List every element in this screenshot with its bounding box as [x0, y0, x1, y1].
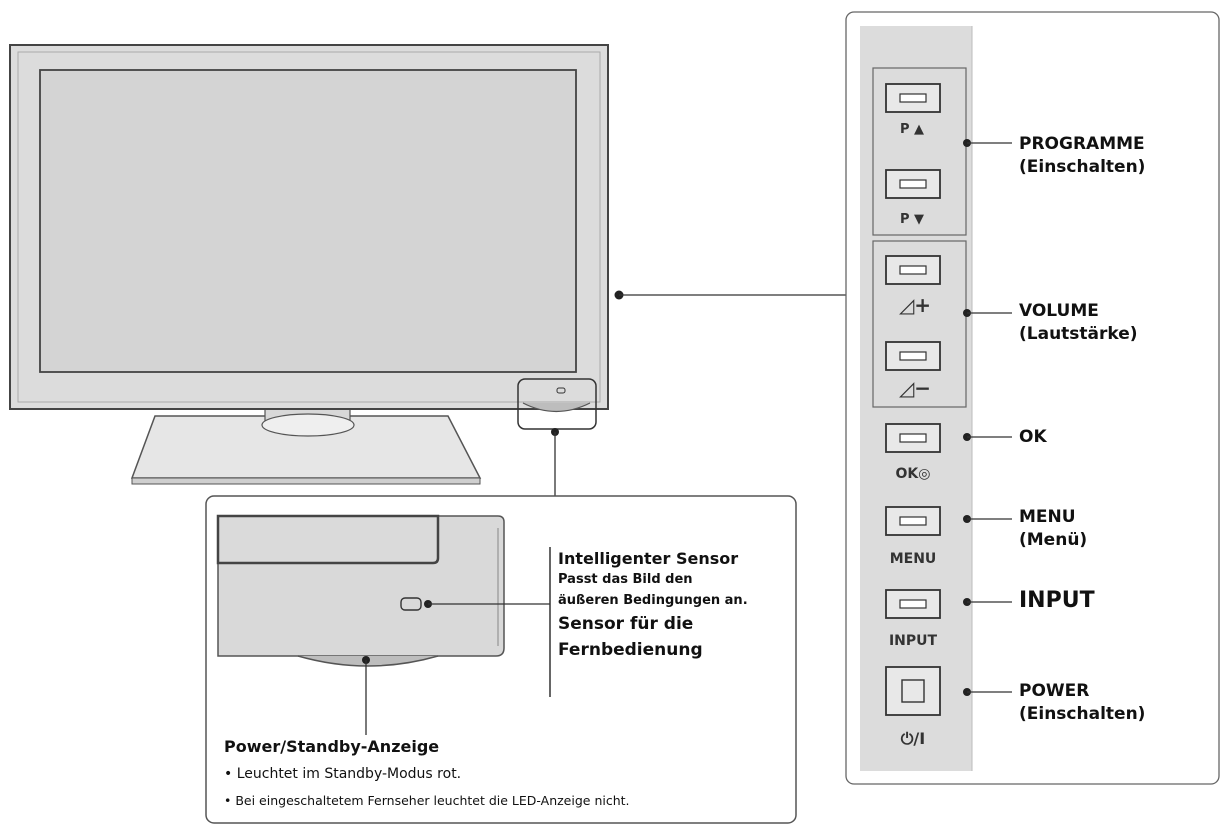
- sensor-line-1: Passt das Bild den: [558, 572, 693, 587]
- button-p-down[interactable]: [885, 169, 941, 199]
- button-menu[interactable]: [885, 506, 941, 536]
- button-volume-down-caption: ◿−: [898, 376, 931, 400]
- power-label-sub: (Einschalten): [1019, 704, 1146, 724]
- sensor-title: Intelligenter Sensor: [558, 549, 739, 568]
- menu-label: MENU (Menü): [1019, 506, 1087, 552]
- button-input-caption: INPUT: [889, 633, 938, 649]
- button-menu-caption: MENU: [890, 551, 937, 567]
- button-power-caption: ⏻/I: [901, 729, 925, 748]
- programme-group: [872, 67, 967, 236]
- programme-label: PROGRAMME (Einschalten): [1019, 133, 1145, 179]
- button-volume-up[interactable]: [885, 255, 941, 285]
- remote-sensor-line-2: Fernbedienung: [558, 640, 703, 660]
- button-ok-caption: OK◎: [896, 466, 931, 482]
- volume-label-title: VOLUME: [1019, 301, 1099, 321]
- button-input[interactable]: [885, 589, 941, 619]
- programme-label-sub: (Einschalten): [1019, 157, 1146, 177]
- button-ok[interactable]: [885, 423, 941, 453]
- input-label-title: INPUT: [1019, 588, 1095, 613]
- side-panel-strip: [860, 26, 972, 771]
- ok-label: OK: [1019, 426, 1047, 449]
- button-volume-down[interactable]: [885, 341, 941, 371]
- tv-screen: [39, 69, 577, 373]
- input-label: INPUT: [1019, 589, 1095, 612]
- detail-screen-corner: [216, 514, 440, 565]
- sensor-description: Intelligenter Sensor Passt das Bild den …: [558, 548, 748, 663]
- sensor-line-2: äußeren Bedingungen an.: [558, 593, 748, 608]
- button-p-down-caption: P ▼: [900, 212, 924, 227]
- tv-sensor: [556, 387, 566, 394]
- tv-frame-inner-edge: [17, 51, 601, 403]
- button-power[interactable]: [885, 666, 941, 716]
- ok-label-title: OK: [1019, 427, 1047, 447]
- volume-group: [872, 240, 967, 408]
- power-label: POWER (Einschalten): [1019, 680, 1145, 726]
- button-volume-up-caption: ◿+: [898, 293, 931, 317]
- volume-label: VOLUME (Lautstärke): [1019, 300, 1138, 346]
- tv-stand-collar: [261, 413, 355, 437]
- standby-bullet-2: • Bei eingeschaltetem Fernseher leuchtet…: [224, 793, 630, 808]
- programme-label-title: PROGRAMME: [1019, 134, 1145, 154]
- menu-label-title: MENU: [1019, 507, 1076, 527]
- volume-label-sub: (Lautstärke): [1019, 324, 1138, 344]
- standby-title: Power/Standby-Anzeige: [224, 737, 440, 756]
- power-label-title: POWER: [1019, 681, 1090, 701]
- button-p-up-caption: P ▲: [900, 122, 924, 137]
- standby-bullet-1: • Leuchtet im Standby-Modus rot.: [224, 766, 462, 782]
- tv-stand-base-edge: [131, 477, 481, 485]
- remote-sensor-line-1: Sensor für die: [558, 614, 694, 634]
- detail-sensor: [400, 597, 422, 611]
- button-p-up[interactable]: [885, 83, 941, 113]
- menu-label-sub: (Menü): [1019, 530, 1088, 550]
- tv-bottom-arc: [522, 402, 591, 412]
